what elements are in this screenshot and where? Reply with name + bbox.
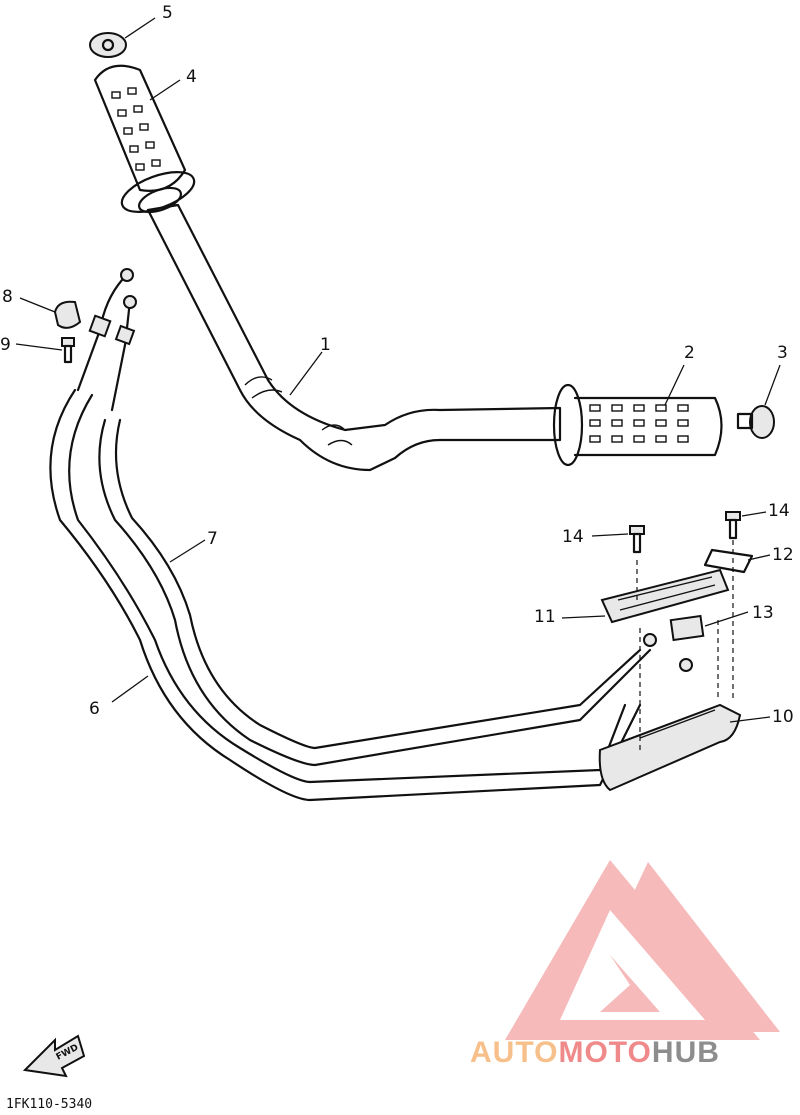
callout-10: 10 (772, 707, 794, 727)
callout-14-right: 14 (768, 501, 790, 521)
callout-14-left: 14 (562, 527, 584, 547)
right-bar-end (736, 405, 775, 439)
watermark-auto: AUTO (470, 1036, 559, 1069)
junction-cover (600, 568, 730, 624)
junction-case (598, 703, 742, 792)
cover-screws (629, 511, 741, 554)
callout-13: 13 (752, 603, 774, 623)
cable-joint (669, 614, 705, 642)
handlebar (146, 203, 562, 472)
callout-4: 4 (186, 67, 197, 87)
callout-7: 7 (207, 529, 218, 549)
callout-8: 8 (2, 287, 13, 307)
leader-lines (15, 17, 781, 723)
cable-ends (88, 268, 693, 672)
callout-2: 2 (684, 343, 695, 363)
fwd-arrow-icon: FWD (22, 1034, 86, 1078)
clamp-bolt (61, 337, 75, 364)
callout-5: 5 (162, 3, 173, 23)
cable-clamp (53, 300, 82, 329)
watermark-hub: HUB (651, 1036, 720, 1069)
callout-6: 6 (89, 699, 100, 719)
left-grip (93, 64, 196, 214)
right-grip (552, 383, 723, 467)
callout-11: 11 (534, 607, 556, 627)
left-bar-end (89, 32, 127, 58)
watermark-text: AUTOMOTOHUB (470, 1036, 720, 1070)
drawing-code: 1FK110-5340 (6, 1097, 93, 1112)
callout-12: 12 (772, 545, 794, 565)
callout-labels: 5 4 1 2 3 8 9 7 6 10 11 13 12 14 14 (0, 3, 794, 727)
gasket (703, 548, 754, 574)
callout-9: 9 (0, 335, 11, 355)
watermark-moto: MOTO (558, 1036, 652, 1069)
callout-3: 3 (777, 343, 788, 363)
watermark-logo (505, 860, 780, 1040)
callout-1: 1 (320, 335, 331, 355)
throttle-cable-6 (49, 278, 642, 802)
assembly-guides (636, 540, 734, 750)
